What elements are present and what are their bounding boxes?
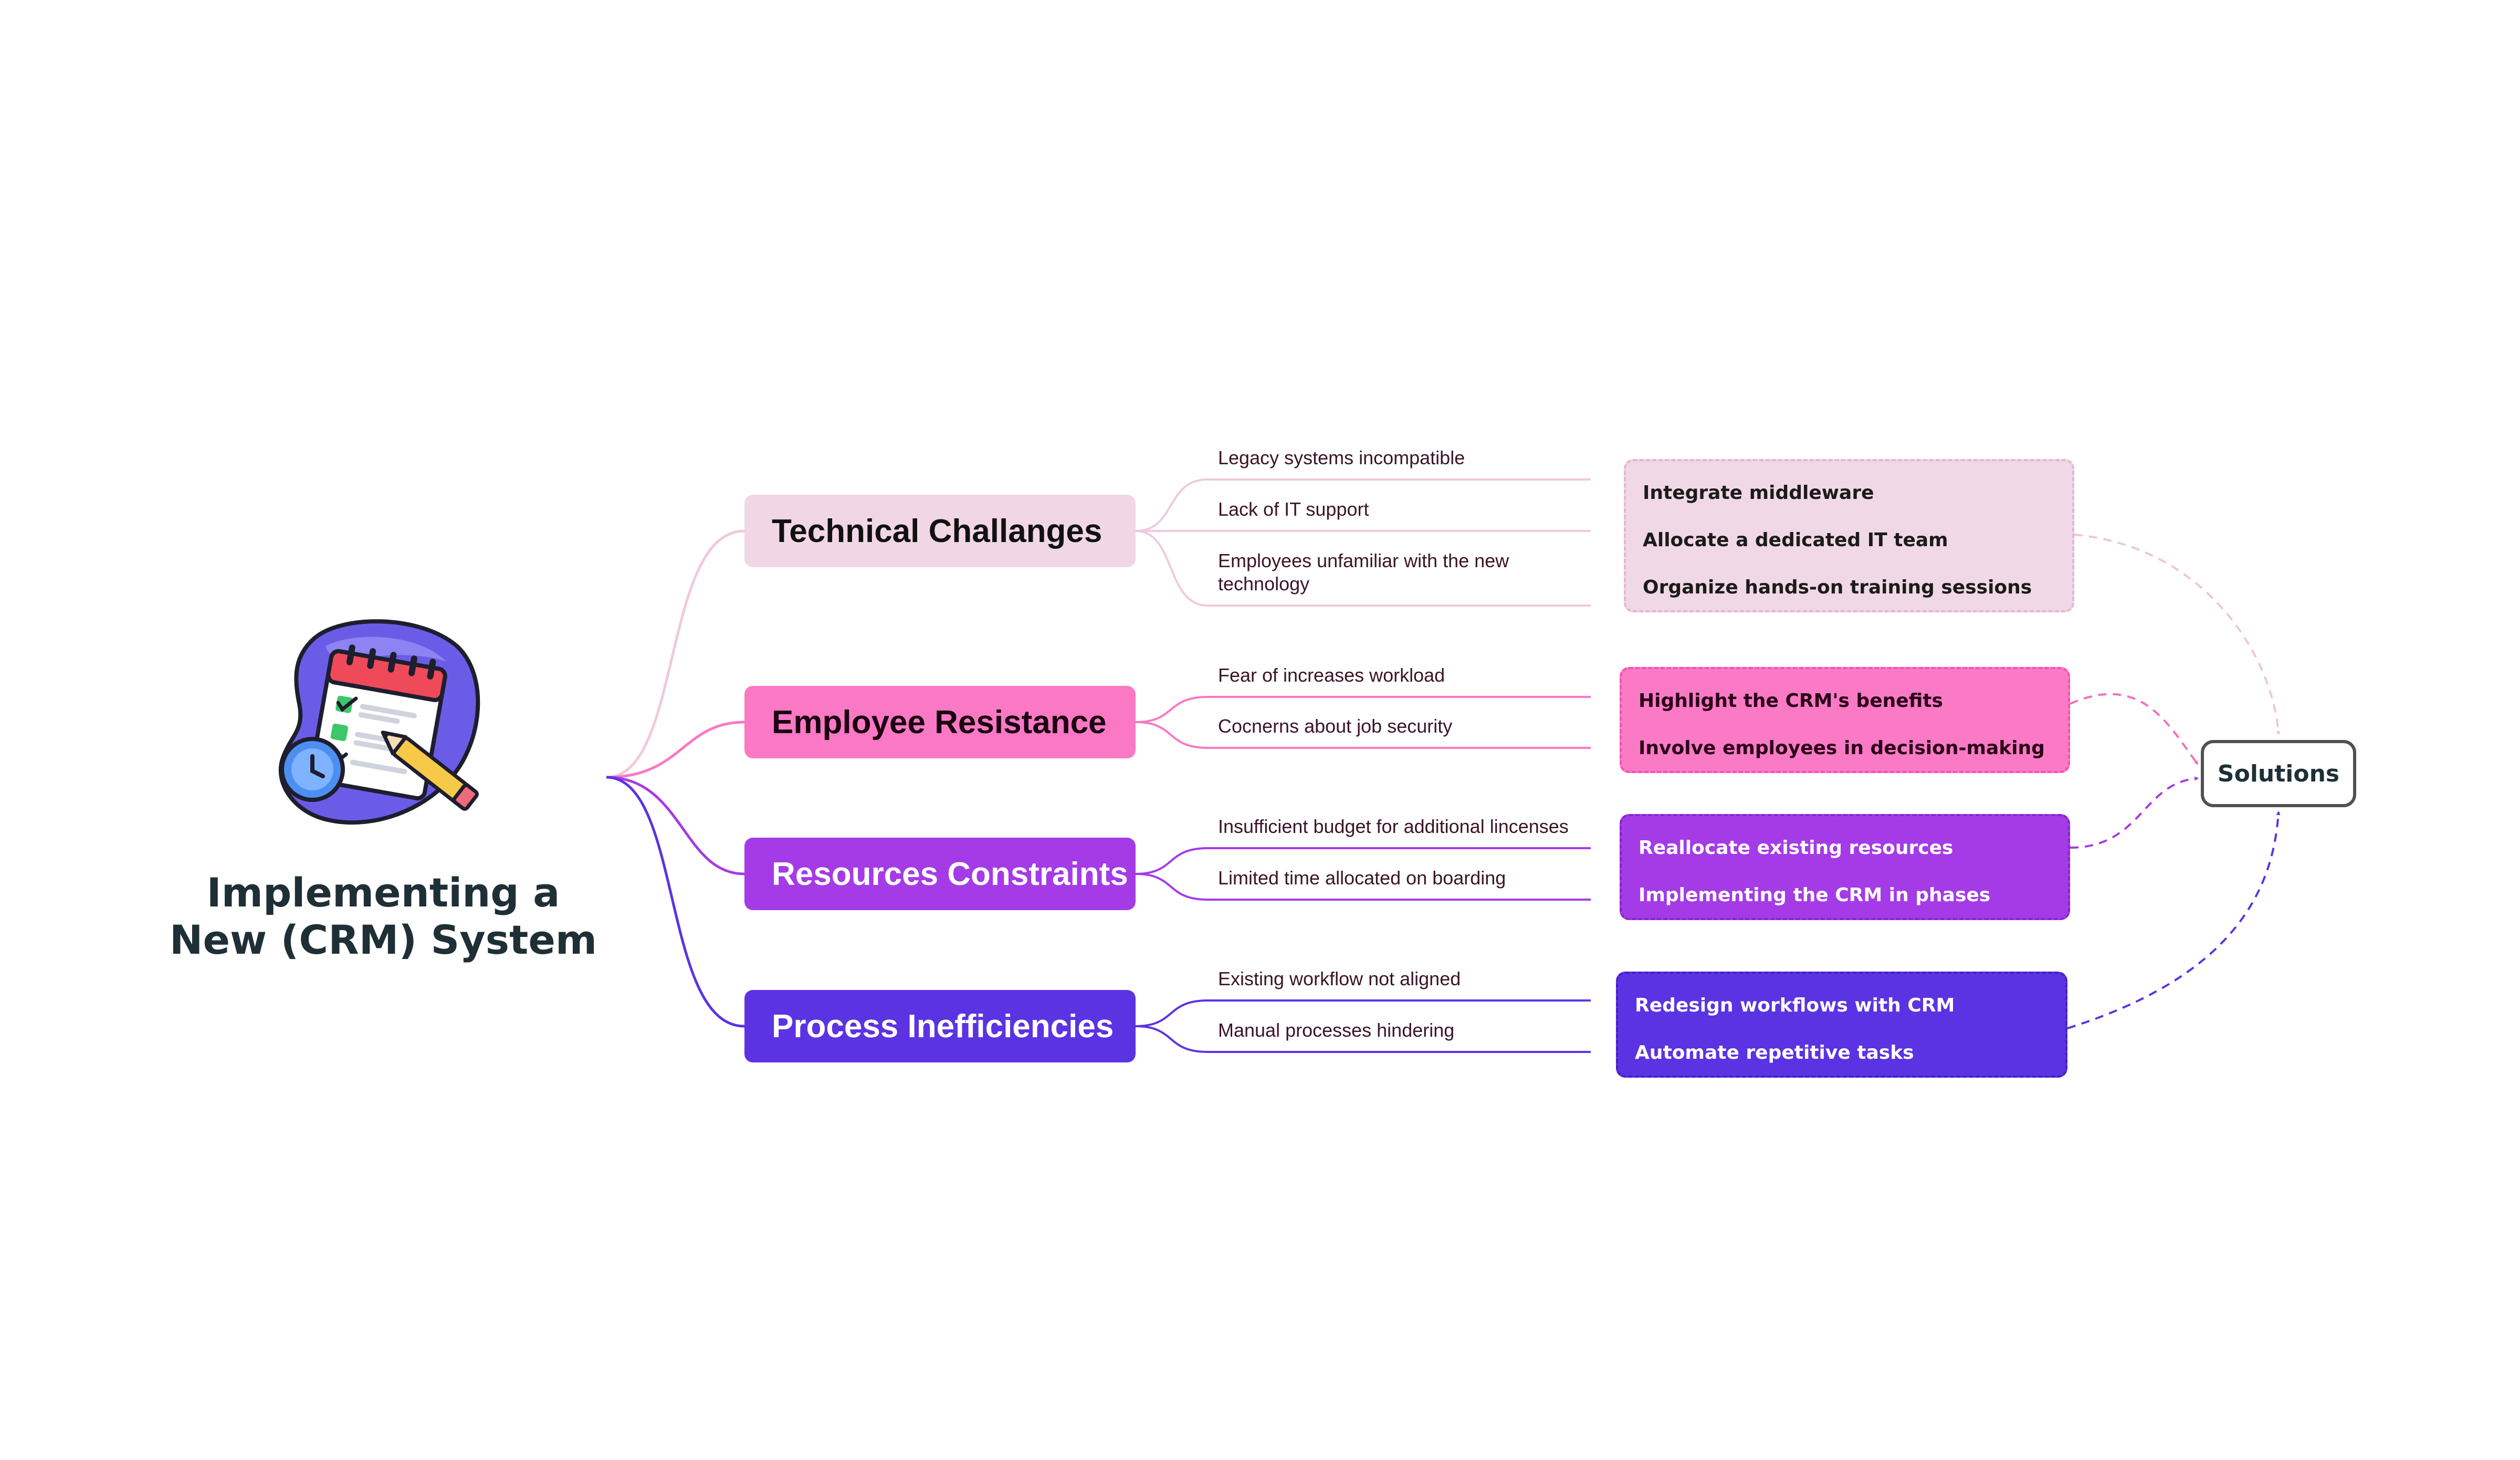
link-root-technical (606, 529, 745, 779)
link-resources-issue-2 (1135, 873, 1591, 901)
issue-employee-1[interactable]: Fear of increases workload (1218, 664, 1445, 686)
issue-process-1[interactable]: Existing workflow not aligned (1218, 968, 1461, 989)
topic-label: Process Inefficiencies (772, 1008, 1114, 1045)
link-root-employee (606, 721, 745, 779)
link-employee-issue-1 (1135, 696, 1591, 723)
solution-box-process[interactable]: Redesign workflows with CRM Automate rep… (1616, 972, 2067, 1078)
issue-employee-2[interactable]: Cocnerns about job security (1218, 715, 1453, 737)
solution-item: Implementing the CRM in phases (1639, 884, 1991, 906)
solution-item: Integrate middleware (1643, 482, 1874, 504)
link-technical-issue-1 (1135, 478, 1591, 532)
issue-technical-3[interactable]: Employees unfamiliar with the new techno… (1218, 550, 1509, 595)
issue-technical-2[interactable]: Lack of IT support (1218, 498, 1369, 520)
link-solution-1-target (2074, 534, 2281, 735)
root-title: Implementing a New (CRM) System (158, 869, 609, 964)
link-root-resources (606, 776, 745, 875)
solution-item: Automate repetitive tasks (1635, 1042, 1914, 1063)
solution-box-employee[interactable]: Highlight the CRM's benefits Involve emp… (1620, 667, 2070, 773)
link-process-issue-1 (1135, 999, 1591, 1027)
root-title-line-1: Implementing a (206, 869, 560, 916)
solution-item: Organize hands-on training sessions (1643, 577, 2032, 598)
solution-item: Allocate a dedicated IT team (1643, 529, 1948, 551)
topic-label: Employee Resistance (772, 704, 1107, 741)
solutions-node[interactable]: Solutions (2201, 740, 2356, 807)
solution-item: Reallocate existing resources (1639, 837, 1954, 859)
solutions-label: Solutions (2217, 760, 2340, 787)
link-root-process (606, 776, 745, 1028)
calendar-checklist-icon (262, 609, 494, 840)
solution-box-technical[interactable]: Integrate middleware Allocate a dedicate… (1624, 459, 2074, 612)
link-resources-issue-1 (1135, 847, 1591, 875)
link-solution-4-target (2067, 811, 2281, 1029)
link-solution-2-target (2070, 693, 2199, 765)
solution-item: Highlight the CRM's benefits (1639, 690, 1943, 712)
solution-item: Involve employees in decision-making (1639, 737, 2045, 759)
link-solution-3-target (2070, 776, 2199, 849)
topic-label: Technical Challanges (772, 513, 1102, 549)
root-title-line-2: New (CRM) System (169, 916, 597, 963)
link-technical-issue-3 (1135, 530, 1591, 607)
issue-resources-1[interactable]: Insufficient budget for additional lince… (1218, 816, 1569, 837)
topic-process-inefficiencies[interactable]: Process Inefficiencies (744, 990, 1136, 1062)
topic-technical-challenges[interactable]: Technical Challanges (744, 495, 1136, 567)
issue-technical-1[interactable]: Legacy systems incompatible (1218, 447, 1465, 468)
solution-item: Redesign workflows with CRM (1635, 995, 1955, 1016)
link-process-issue-2 (1135, 1025, 1591, 1053)
topic-resources-constraints[interactable]: Resources Constraints (744, 838, 1136, 910)
solution-box-resources[interactable]: Reallocate existing resources Implementi… (1620, 814, 2070, 920)
topic-employee-resistance[interactable]: Employee Resistance (744, 686, 1136, 758)
topic-label: Resources Constraints (772, 856, 1128, 892)
issue-process-2[interactable]: Manual processes hindering (1218, 1019, 1455, 1041)
issue-resources-2[interactable]: Limited time allocated on boarding (1218, 867, 1506, 889)
link-employee-issue-2 (1135, 721, 1591, 749)
